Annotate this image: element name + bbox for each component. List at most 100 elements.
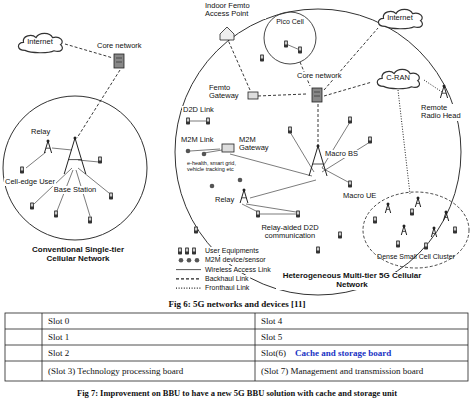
screen	[425, 244, 427, 247]
user-equipment-icon	[296, 211, 300, 218]
antenna	[403, 225, 406, 228]
sensor-icon	[195, 258, 200, 263]
link-line	[258, 94, 306, 96]
link-line	[258, 214, 296, 215]
table-cell-highlight: Cache and storage board	[294, 348, 392, 358]
user-equipment-icon	[186, 118, 190, 125]
d2d-note: Relay-aided D2D communication	[248, 224, 332, 241]
user-equipment-icon	[178, 248, 182, 255]
sensor-icon	[186, 149, 191, 154]
user-equipment-icon	[192, 248, 196, 255]
user-equipment-icon	[348, 181, 352, 188]
user-equipment-icon	[288, 127, 292, 134]
figure-caption: Fig 6: 5G networks and devices [11]	[168, 299, 307, 309]
screen	[99, 158, 101, 161]
link-line	[230, 154, 312, 176]
access-point-label: Indoor Femto Access Point	[204, 2, 266, 19]
table-border	[5, 313, 468, 381]
gateway-label: Femto Gateway	[208, 84, 244, 101]
antenna	[243, 189, 246, 192]
rrh-label: Remote Radio Head	[420, 104, 468, 121]
legend-text: Wireless Access Link	[204, 266, 272, 274]
network-drawing	[3, 9, 461, 295]
ellipse-node: Dense Small Cell Cluster	[362, 191, 470, 269]
node-label: Pico Cell	[276, 18, 304, 26]
link-line	[204, 150, 222, 153]
circle-shape	[264, 12, 316, 64]
multi-tier-cell	[175, 9, 461, 295]
table-cell: Slot 0	[47, 316, 70, 326]
legend-line-sample	[176, 269, 201, 270]
relay-label: Relay	[30, 128, 51, 136]
link-line	[250, 180, 316, 198]
legend-line-sample	[176, 278, 201, 279]
link-line	[324, 82, 372, 96]
node-label: Internet	[27, 38, 52, 46]
table-cell: Slot(6)	[260, 348, 287, 358]
server-icon	[114, 54, 124, 68]
link-line	[324, 28, 378, 90]
user-equipment-icon	[368, 137, 372, 144]
tower-brace	[432, 233, 435, 234]
user-equipment-icon	[20, 167, 24, 174]
server-slot	[116, 62, 122, 63]
antenna	[387, 203, 390, 206]
ellipse-shape	[363, 192, 469, 268]
screen	[186, 249, 188, 252]
antenna	[443, 85, 446, 88]
user-equipment-icon	[410, 209, 414, 216]
user-equipment-icon	[396, 241, 400, 248]
server-slot	[314, 92, 320, 93]
screen	[55, 212, 57, 215]
table-rule	[5, 345, 468, 346]
screen	[285, 42, 287, 45]
table-cell: Slot 4	[260, 316, 283, 326]
user-equipment-icon	[54, 211, 58, 218]
user-equipment-icon	[373, 217, 377, 224]
legend-samples	[176, 270, 201, 289]
core-network-label: Core network	[296, 72, 343, 80]
antenna	[417, 197, 420, 200]
link-line	[290, 132, 314, 172]
user-equipment-icon	[185, 248, 189, 255]
user-equipment-icon	[453, 227, 457, 234]
link-line	[318, 104, 319, 146]
screen	[349, 118, 351, 121]
link-line	[246, 204, 296, 212]
user-equipment-icon	[348, 117, 352, 124]
screen	[257, 212, 259, 215]
screen	[31, 204, 33, 207]
antenna	[317, 145, 320, 148]
link-label: D2D Link	[182, 106, 215, 114]
table-cell: Slot 2	[47, 348, 70, 358]
circle-node: Pico Cell	[263, 11, 317, 65]
node-label: Dense Small Cell Cluster	[377, 253, 455, 261]
node-label: Internet	[387, 14, 412, 22]
screen	[207, 119, 209, 122]
tower-brace	[242, 197, 247, 198]
user-equipment-icon	[260, 55, 264, 62]
screen	[195, 228, 197, 231]
user-label: Cell-edge User	[4, 178, 56, 186]
tower-brace	[416, 203, 419, 204]
cloud-node: Internet	[375, 7, 425, 29]
screen	[193, 249, 195, 252]
link-line	[52, 148, 72, 150]
table-cell: Slot 5	[260, 332, 283, 342]
gateway-label: M2M Gateway	[238, 136, 274, 153]
link-line	[286, 44, 300, 50]
cloud-node: C-RAN	[374, 67, 422, 89]
slot-table	[5, 313, 468, 381]
screen	[317, 248, 319, 251]
server-slot	[314, 96, 320, 97]
figure-caption: Fig 7: Improvement on BBU to have a new …	[76, 389, 398, 399]
tower-brace	[46, 148, 50, 149]
node-label: C-RAN	[386, 74, 410, 82]
screen	[411, 210, 413, 213]
table-cell: Slot 1	[47, 332, 70, 342]
link-line	[77, 70, 120, 138]
user-equipment-icon	[109, 193, 113, 200]
relay-label: Relay	[214, 196, 235, 204]
server-icon	[312, 88, 322, 102]
screen	[339, 233, 341, 236]
